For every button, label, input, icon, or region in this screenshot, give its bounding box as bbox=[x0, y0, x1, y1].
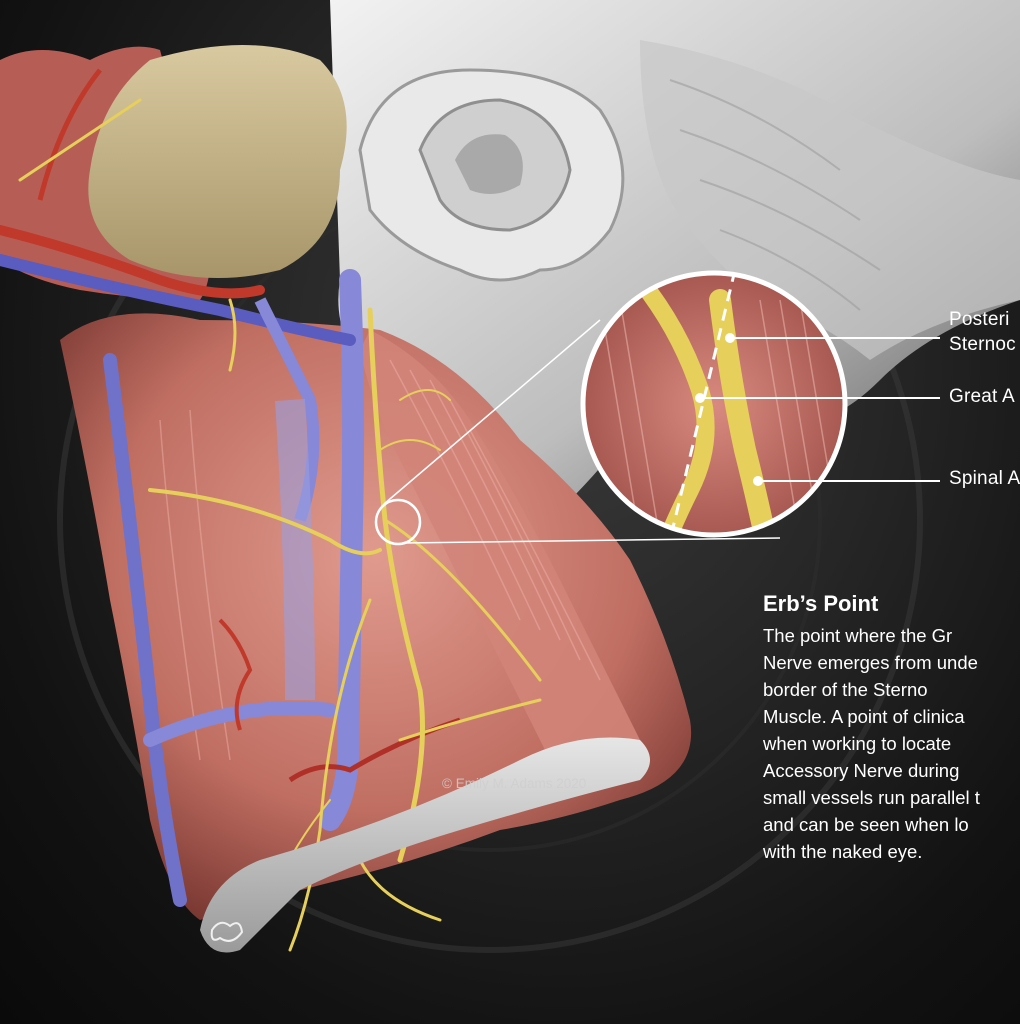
label-spinal-accessory: Spinal A bbox=[949, 468, 1020, 489]
description-line: Muscle. A point of clinica bbox=[763, 706, 965, 727]
description-line: and can be seen when lo bbox=[763, 814, 969, 835]
description-line: when working to locate bbox=[763, 733, 952, 754]
label-great-auricular: Great A bbox=[949, 386, 1015, 407]
description-line: Nerve emerges from unde bbox=[763, 652, 978, 673]
signature-mark bbox=[210, 921, 244, 942]
description-line: small vessels run parallel t bbox=[763, 787, 980, 808]
label-posterior-line2: Sternoc bbox=[949, 334, 1016, 355]
section-description: The point where the Gr Nerve emerges fro… bbox=[763, 622, 1020, 865]
section-title: Erb’s Point bbox=[763, 591, 879, 616]
copyright-credit: © Emily M. Adams 2020 bbox=[442, 776, 587, 791]
description-line: Accessory Nerve during bbox=[763, 760, 960, 781]
label-posterior-line1: Posteri bbox=[949, 309, 1010, 330]
description-line: border of the Sterno bbox=[763, 679, 928, 700]
description-line: with the naked eye. bbox=[763, 841, 923, 862]
description-line: The point where the Gr bbox=[763, 625, 953, 646]
